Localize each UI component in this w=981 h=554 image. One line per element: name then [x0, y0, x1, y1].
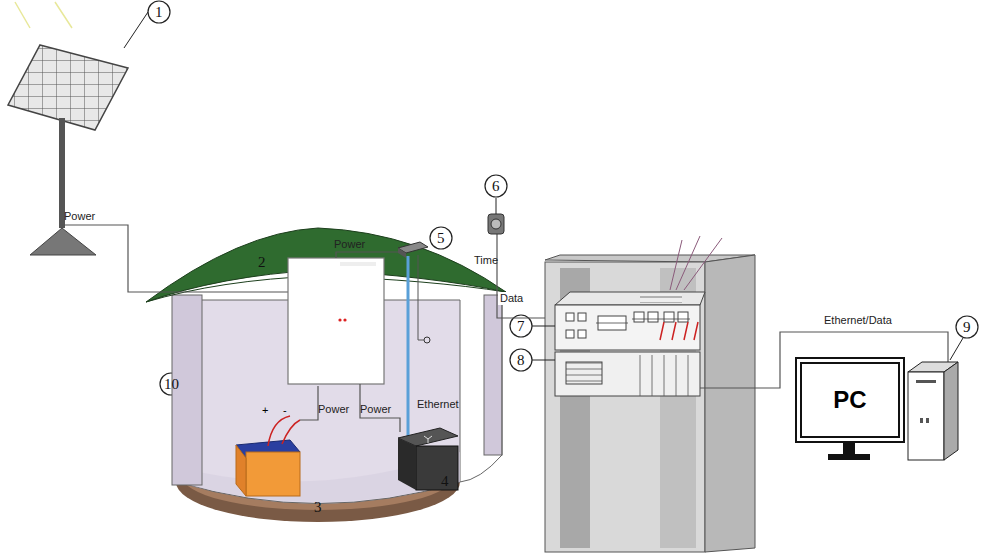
- callout-number: 3: [314, 500, 322, 515]
- signal-label: Ethernet/Data: [822, 314, 894, 327]
- callout-number: 7: [517, 319, 525, 334]
- callout-number: 9: [963, 320, 971, 335]
- callout-number: 1: [155, 5, 163, 20]
- callout-number: 5: [437, 231, 445, 246]
- callout-number: 6: [492, 179, 500, 194]
- signal-label: Time: [472, 254, 500, 267]
- signal-label: Power: [316, 403, 351, 416]
- signal-label: Ethernet: [415, 398, 461, 411]
- signal-label: -: [281, 404, 289, 417]
- callout-number: 4: [441, 474, 449, 489]
- signal-label: Data: [498, 292, 525, 305]
- signal-label: Power: [358, 403, 393, 416]
- signal-label: +: [260, 404, 270, 417]
- callout-number: 8: [517, 353, 525, 368]
- screen-text: PC: [833, 386, 866, 414]
- callout-number: 2: [258, 255, 266, 270]
- signal-label: Power: [332, 238, 367, 251]
- callout-number: 10: [164, 377, 179, 392]
- signal-label: Power: [62, 210, 97, 223]
- monitor-screen: PC: [800, 362, 900, 438]
